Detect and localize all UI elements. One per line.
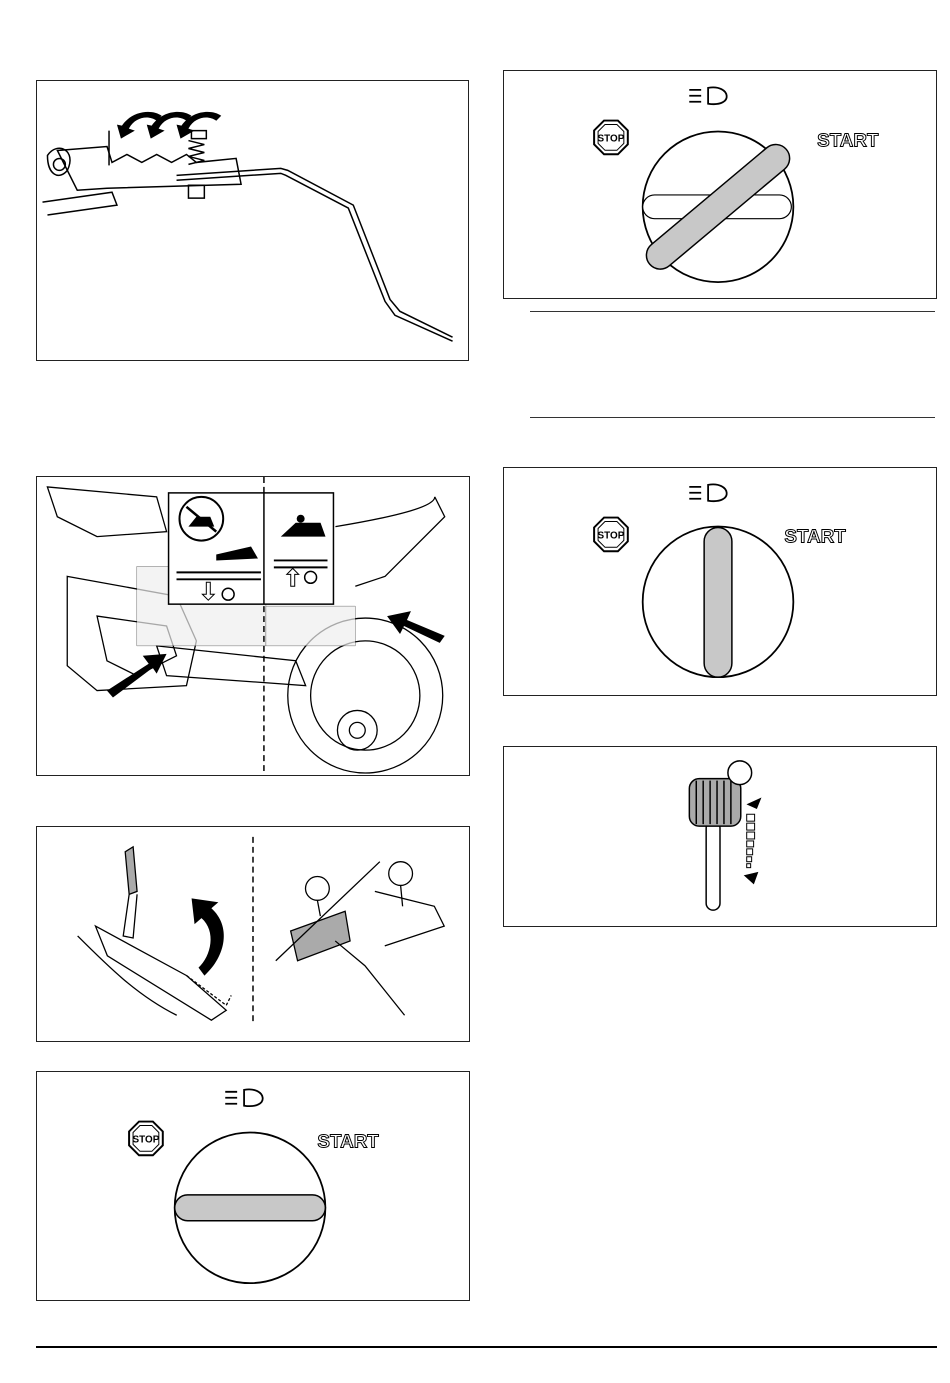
figure-mower-deck	[36, 476, 470, 776]
arrow-icon	[387, 611, 445, 643]
stop-label: STOP	[133, 1134, 160, 1145]
figure-ignition-diagonal: STOP START	[503, 70, 937, 299]
arrow-icon	[107, 654, 167, 698]
no-rider-icon	[179, 497, 223, 541]
note-top-rule	[530, 311, 935, 312]
start-label: START	[317, 1130, 379, 1151]
ignition-switch-illustration: STOP START	[504, 468, 936, 695]
mower-deck-illustration	[37, 477, 469, 775]
figure-ignition-vertical: STOP START	[503, 467, 937, 696]
stop-label: STOP	[598, 530, 625, 541]
ignition-switch-illustration: STOP START	[504, 71, 936, 298]
stop-sign-icon: STOP	[594, 121, 628, 155]
choke-lever-illustration	[504, 747, 936, 926]
headlight-icon	[689, 87, 726, 104]
headlight-icon	[225, 1089, 262, 1106]
figure-choke-lever	[503, 746, 937, 927]
footer-rule	[36, 1346, 937, 1348]
stop-sign-icon: STOP	[594, 518, 628, 552]
ignition-switch-illustration: STOP START	[37, 1072, 469, 1300]
stop-sign-icon: STOP	[129, 1122, 163, 1156]
pedal-linkage-illustration	[37, 81, 468, 360]
stop-label: STOP	[598, 133, 625, 144]
headlight-icon	[689, 484, 726, 501]
figure-ignition-horizontal: STOP START	[36, 1071, 470, 1301]
choke-icon	[745, 798, 761, 883]
start-label: START	[784, 525, 846, 546]
figure-pedal-linkage	[36, 80, 469, 361]
start-label: START	[817, 129, 879, 150]
arrow-icon	[192, 898, 224, 975]
brake-lever-illustration	[37, 827, 469, 1041]
figure-brake-lever	[36, 826, 470, 1042]
note-bottom-rule	[530, 417, 935, 418]
